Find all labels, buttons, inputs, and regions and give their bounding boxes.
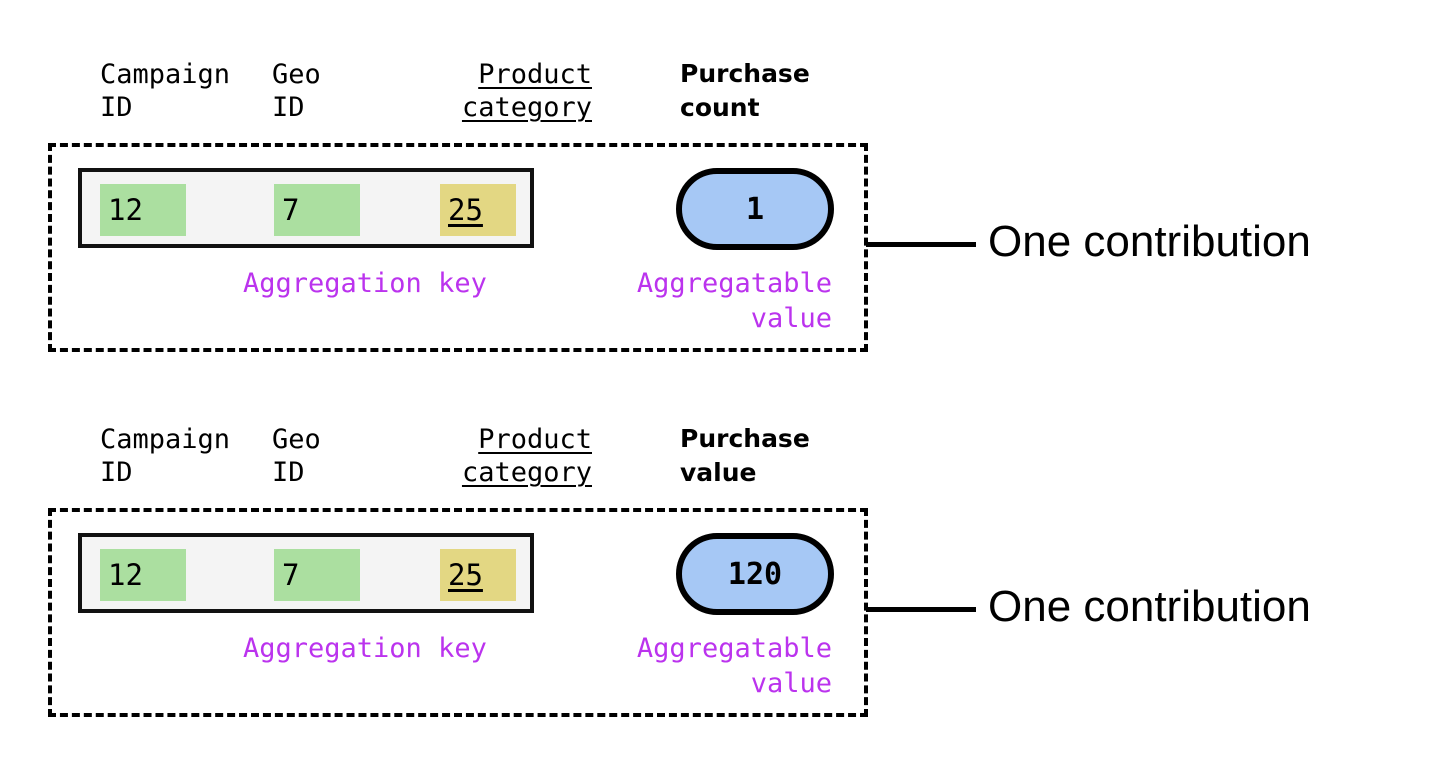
- aggregatable-value-pill-2: 120: [676, 533, 834, 615]
- header-product-line1: Product: [478, 59, 592, 90]
- key-cell-product-category: 25: [440, 549, 516, 601]
- contribution-boundary-1: [48, 143, 868, 352]
- key-cell-geo-id: 7: [274, 184, 360, 236]
- callout-one-contribution-1: One contribution: [988, 217, 1311, 266]
- key-cell-product-category-value: 25: [448, 193, 483, 227]
- annotation-aggregation-key-1: Aggregation key: [243, 268, 487, 299]
- header-product-line2: category: [461, 457, 592, 488]
- key-cell-campaign-id: 12: [100, 184, 186, 236]
- aggregation-key-box-1: 12 7 25: [78, 168, 534, 248]
- key-cell-product-category-value: 25: [448, 558, 483, 592]
- header-geo-id: Geo ID: [272, 424, 321, 488]
- header-purchase-value: Purchase value: [680, 424, 810, 487]
- key-cell-geo-id: 7: [274, 549, 360, 601]
- header-product-line2: category: [461, 92, 592, 123]
- annotation-aggregation-key-2: Aggregation key: [243, 633, 487, 664]
- annotation-aggregatable-value-2: Aggregatable value: [636, 633, 832, 699]
- contribution-boundary-2: [48, 508, 868, 717]
- annotation-aggregatable-value-1: Aggregatable value: [636, 268, 832, 334]
- header-campaign-id: Campaign ID: [100, 59, 231, 123]
- header-campaign-id: Campaign ID: [100, 424, 231, 488]
- key-cell-campaign-id: 12: [100, 549, 186, 601]
- header-geo-id: Geo ID: [272, 59, 321, 123]
- key-cell-product-category: 25: [440, 184, 516, 236]
- callout-one-contribution-2: One contribution: [988, 582, 1311, 631]
- aggregatable-value-pill-1: 1: [676, 168, 834, 250]
- aggregation-key-cells-2: 12 7 25: [82, 537, 530, 609]
- callout-leader-line-1: [866, 242, 976, 247]
- aggregation-key-box-2: 12 7 25: [78, 533, 534, 613]
- header-purchase-count: Purchase count: [680, 59, 810, 122]
- header-product-line1: Product: [478, 424, 592, 455]
- aggregation-key-cells-1: 12 7 25: [82, 172, 530, 244]
- callout-leader-line-2: [866, 607, 976, 612]
